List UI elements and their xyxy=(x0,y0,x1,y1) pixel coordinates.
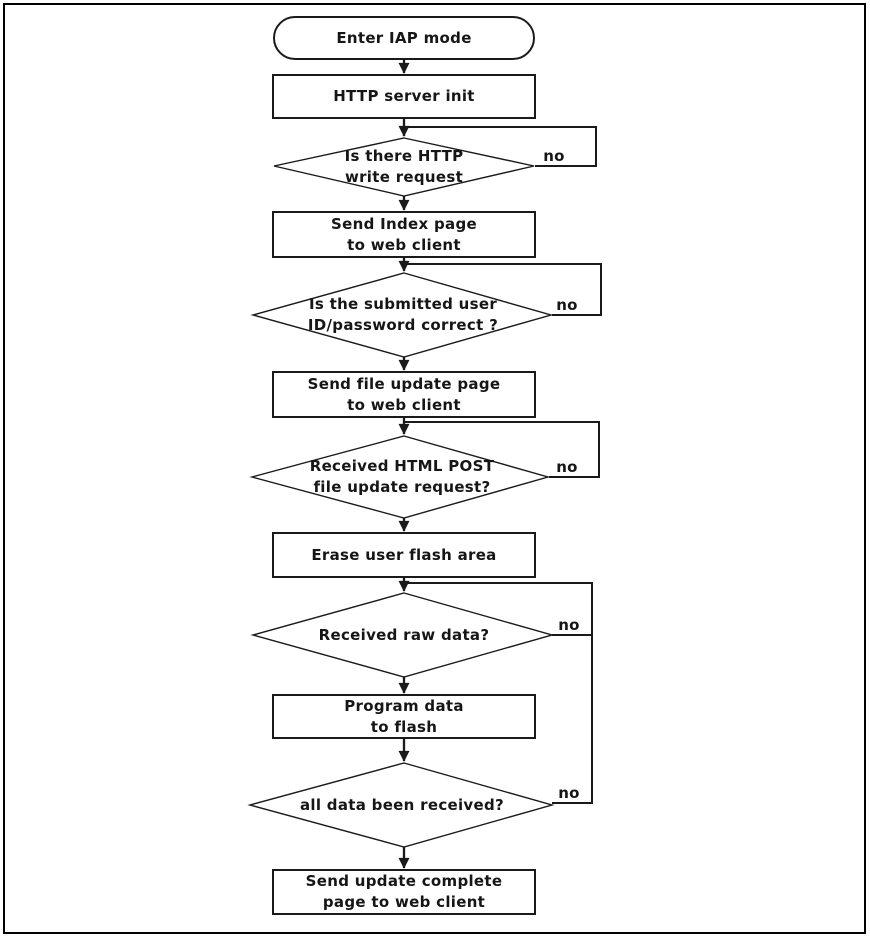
decision-html-post-label: Received HTML POST file update request? xyxy=(309,457,495,496)
process-send-index-shape xyxy=(272,211,536,258)
no-edge-label-raw-data: no xyxy=(558,616,580,634)
decision-raw-data-label: Received raw data? xyxy=(318,625,490,644)
process-erase-flash-shape xyxy=(272,532,536,578)
no-edge-label-credentials: no xyxy=(556,296,578,314)
decision-credentials-label: Is the submitted user ID/password correc… xyxy=(307,295,499,334)
no-edge-label-write-request: no xyxy=(543,147,565,165)
process-send-complete-shape xyxy=(272,869,536,915)
loop-no-html-post xyxy=(404,421,600,478)
start-terminator-label: Enter IAP mode xyxy=(336,28,472,47)
loop-no-credentials xyxy=(404,263,602,316)
process-http-server-init-label: HTTP server init xyxy=(333,87,475,105)
decision-write-request-label: Is there HTTP write request xyxy=(344,147,464,186)
process-send-index-label: Send Index page to web client xyxy=(331,214,477,254)
no-edge-label-all-received: no xyxy=(558,784,580,802)
process-erase-flash-label: Erase user flash area xyxy=(311,545,497,564)
no-edge-label-html-post: no xyxy=(556,458,578,476)
decision-all-received-label: all data been received? xyxy=(299,795,505,814)
loop-no-write-request xyxy=(404,126,597,167)
loop-no-raw-data-shared xyxy=(404,582,593,804)
process-program-flash-label: Program data to flash xyxy=(344,696,464,736)
process-http-server-init-shape xyxy=(272,74,536,119)
process-program-flash-shape xyxy=(272,694,536,739)
process-send-complete-label: Send update complete page to web client xyxy=(305,872,503,911)
process-send-file-update-label: Send file update page to web client xyxy=(307,374,501,414)
